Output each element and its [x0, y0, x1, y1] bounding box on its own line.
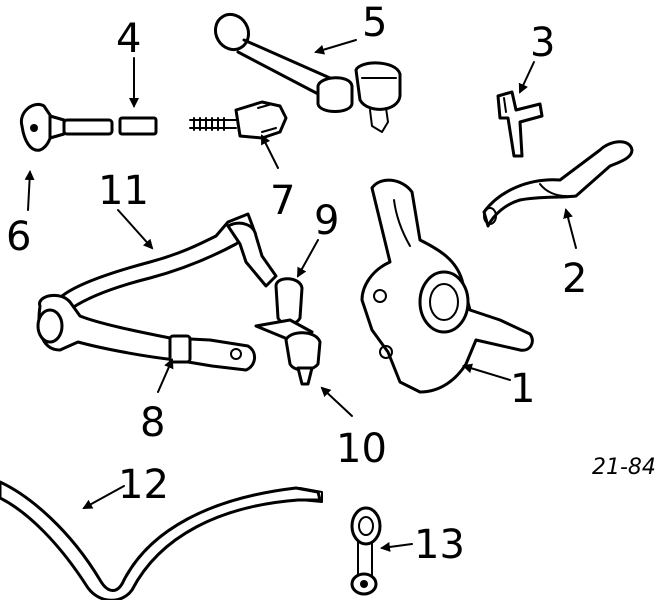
callout-labels: 5 4 3 6 7 11 9 2 1 8 10 12 13 21-84 [6, 0, 656, 568]
callout-13: 13 [414, 522, 465, 568]
part-1-steering-knuckle [360, 178, 534, 394]
callout-10: 10 [336, 426, 387, 472]
callout-3: 3 [530, 20, 555, 66]
callout-11: 11 [98, 168, 149, 214]
part-12-stabilizer-bar [0, 480, 323, 600]
part-2-steering-arm [482, 140, 634, 228]
callout-12: 12 [118, 462, 169, 508]
part-7-tie-rod-inner [189, 100, 288, 140]
part-11-strut-rod [60, 212, 278, 310]
part-5-arm [213, 12, 402, 133]
part-8-lower-arm [36, 293, 256, 372]
part-6-tie-rod-end [19, 103, 114, 152]
part-10-ball-joint-lower [284, 331, 322, 386]
callout-1: 1 [510, 366, 535, 412]
callout-4: 4 [116, 16, 141, 62]
part-13-stabilizer-link [350, 506, 382, 596]
callout-6: 6 [6, 214, 31, 260]
part-3-bracket [496, 90, 544, 158]
part-4-adjuster-sleeve [118, 116, 158, 136]
callout-8: 8 [140, 400, 165, 446]
part-9-ball-joint-upper [254, 277, 314, 342]
callout-9: 9 [314, 198, 339, 244]
callout-2: 2 [562, 256, 587, 302]
leader-arrows [24, 39, 577, 552]
callout-7: 7 [270, 178, 295, 224]
callout-5: 5 [362, 0, 387, 46]
figure-reference: 21-84 [592, 455, 656, 480]
